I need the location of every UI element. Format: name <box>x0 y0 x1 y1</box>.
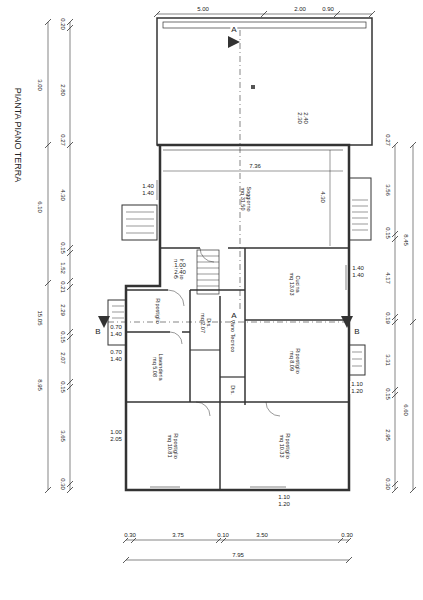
room-area: mq 2.07 <box>199 313 205 333</box>
dimension-label: 0.27 <box>60 133 66 147</box>
room: Dis.mq 2.07 <box>192 298 219 348</box>
room-area: mq 8.09 <box>289 351 295 371</box>
room: Vano Tecnico <box>222 298 244 374</box>
dimension-label: 1.10 <box>350 381 364 387</box>
dimension-label: 3.00 <box>37 78 43 92</box>
dimension-label: 3.65 <box>60 429 66 443</box>
dimension-label: 1.40 <box>351 272 365 278</box>
plan-title: PIANTA PIANO TERRA <box>13 88 23 183</box>
dimension-label: 2.07 <box>60 351 66 365</box>
section-marker: A <box>230 26 237 34</box>
dimension-label: 1.20 <box>277 501 291 507</box>
dimension-label: 1.40 <box>141 183 155 189</box>
room: Lavanderiamq 5.08 <box>128 334 188 400</box>
room-name: Dis. <box>206 318 212 327</box>
dimension-label: 0.21 <box>60 280 66 294</box>
dimension-label: 1.40 <box>109 356 123 362</box>
dimension-label: 0.30 <box>123 532 137 538</box>
dimension-label: 1.00 <box>109 429 123 435</box>
dimension-label: 4.30 <box>60 188 66 202</box>
room-name: Soggiorno <box>246 186 252 211</box>
dimension-label: 0.15 <box>60 330 66 344</box>
room: Dis. <box>222 379 244 400</box>
dimension-label: 4.30 <box>320 190 326 204</box>
dimension-label: 1.52 <box>60 261 66 275</box>
section-marker: B <box>94 328 101 336</box>
dimension-label: 6.10 <box>37 200 43 214</box>
dimension-label: 6.60 <box>403 403 409 417</box>
dimension-label: 2.40 <box>173 269 187 275</box>
dimension-label: 2.80 <box>60 83 66 97</box>
dimension-label: 1.40 <box>109 331 123 337</box>
room: Ripostigliomq 10.33 <box>222 404 347 488</box>
dimension-label: 0.70 <box>109 349 123 355</box>
dimension-label: 0.30 <box>60 477 66 491</box>
dimension-label: 8.45 <box>403 233 409 247</box>
room: Soggiornomq 31.50 <box>163 152 328 246</box>
section-marker: A <box>230 312 237 320</box>
dimension-label: 0.10 <box>216 532 230 538</box>
dimension-label: 7.36 <box>248 163 262 169</box>
dimension-label: 0.15 <box>60 380 66 394</box>
room: Ripostigliomq 10.81 <box>128 404 218 488</box>
dimension-label: 7.95 <box>231 552 245 558</box>
dimension-label: 1.40 <box>351 265 365 271</box>
dimension-label: 0.90 <box>321 6 335 12</box>
room: Cucinamq 13.03 <box>247 250 343 318</box>
room-area: mq 5.08 <box>152 357 158 377</box>
dimension-label: 2.95 <box>385 428 391 442</box>
dimension-label: 3.50 <box>255 532 269 538</box>
dimension-label: 2.05 <box>109 436 123 442</box>
dimension-label: 1.20 <box>350 388 364 394</box>
room-area: mq 13.03 <box>289 273 295 296</box>
dimension-label: 3.31 <box>385 353 391 367</box>
room: Ripostigliomq 8.09 <box>247 322 343 400</box>
room-name: Ripostiglio <box>155 298 161 323</box>
dimension-label: 1.40 <box>141 190 155 196</box>
dimension-label: 0.20 <box>60 17 66 31</box>
room: Ripostiglio <box>128 292 188 330</box>
dimension-label: 0.70 <box>109 324 123 330</box>
dimension-label: 3.56 <box>385 183 391 197</box>
room-area: mq 10.33 <box>278 435 284 458</box>
room-name: Vano Tecnico <box>230 320 236 353</box>
room-name: Lavanderia <box>158 353 164 380</box>
dimension-label: 0.30 <box>385 477 391 491</box>
room-name: Cucina <box>295 275 301 292</box>
dimension-label: 0.15 <box>385 387 391 401</box>
dimension-label: 3.75 <box>171 532 185 538</box>
dimension-label: 2.00 <box>293 6 307 12</box>
dimension-label: 2.29 <box>60 303 66 317</box>
room-name: Dis. <box>230 385 236 394</box>
room-name: Ripostiglio <box>295 348 301 373</box>
dimension-label: 8.95 <box>37 378 43 392</box>
dimension-label: 1.10 <box>277 494 291 500</box>
room-name: Ripostiglio <box>173 433 179 458</box>
dimension-label: 0.15 <box>385 226 391 240</box>
dimension-label: 0.27 <box>385 133 391 147</box>
dimension-label: 5.00 <box>196 6 210 12</box>
dimension-label: 0.19 <box>385 311 391 325</box>
dimension-label: 2.40 <box>303 111 309 125</box>
dimension-label: 15.05 <box>37 309 43 326</box>
dimension-label: 0.30 <box>340 532 354 538</box>
room-area: mq 31.50 <box>239 188 245 211</box>
dimension-label: 1.00 <box>173 262 187 268</box>
dimension-label: 0.15 <box>60 241 66 255</box>
room-name: Ripostiglio <box>285 433 291 458</box>
section-marker: B <box>353 328 360 336</box>
dimension-label: 4.17 <box>385 271 391 285</box>
room-area: mq 10.81 <box>167 435 173 458</box>
